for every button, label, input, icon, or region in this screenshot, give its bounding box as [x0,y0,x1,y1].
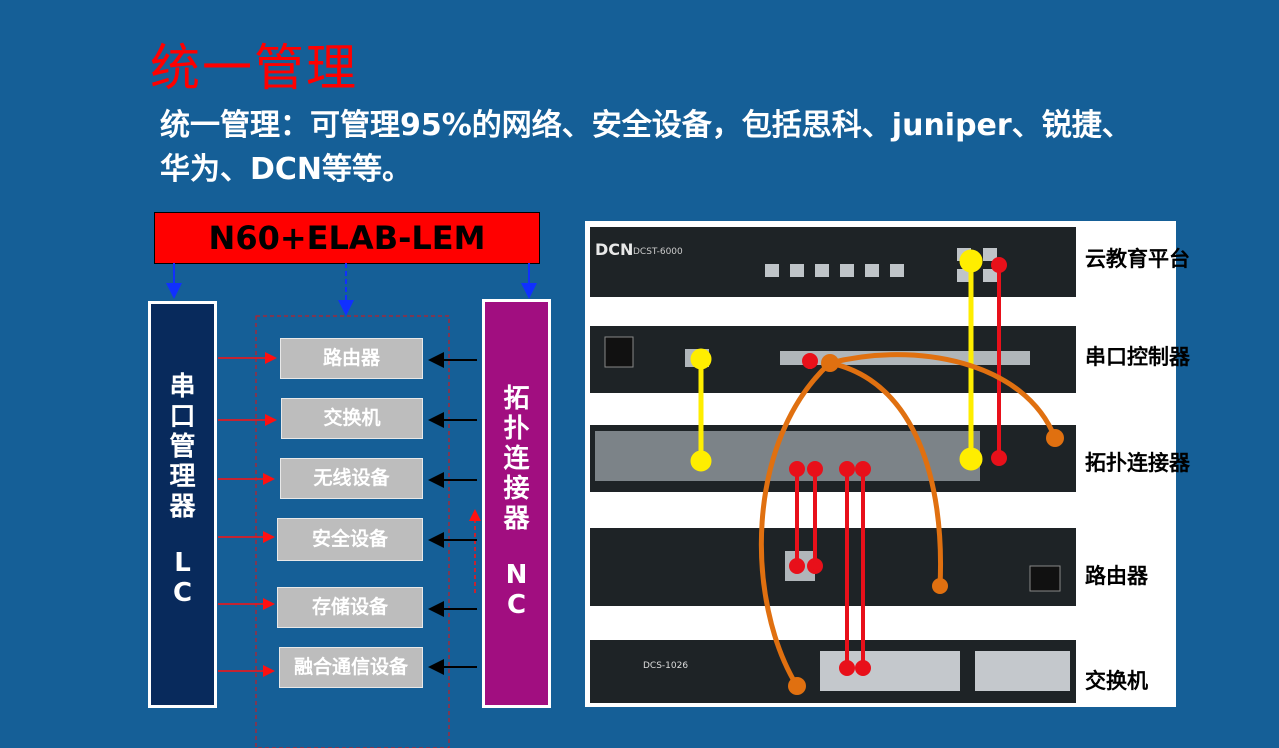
dcs-model: DCS-1026 [643,661,688,671]
label-cloud-platform: 云教育平台 [1085,247,1190,271]
label-topology-connector: 拓扑连接器 [1085,451,1190,475]
dcn-logo: DCN [595,240,633,259]
serial-manager-label: 串口管理器 [169,372,196,522]
router-chassis [590,528,1076,606]
device-security: 安全设备 [277,518,423,561]
lc-code: LC [172,548,193,608]
label-switch: 交换机 [1085,669,1148,693]
equipment-photo-drawing: DCN DCST-6000 DCS-1026 [590,227,1076,703]
device-storage: 存储设备 [277,587,423,628]
device-wireless: 无线设备 [280,458,423,499]
label-serial-controller: 串口控制器 [1085,345,1190,369]
topology-connector-label: 拓扑连接器 [503,384,530,534]
device-router: 路由器 [280,338,423,379]
dcst-model: DCST-6000 [633,247,683,257]
nc-code: NC [505,560,528,620]
slide-subtitle: 统一管理：可管理95%的网络、安全设备，包括思科、juniper、锐捷、华为、D… [160,108,1132,187]
equipment-photo: DCN DCST-6000 DCS-1026 [585,221,1176,707]
device-unified-comm: 融合通信设备 [279,647,423,688]
serial-manager-lc-box: 串口管理器 LC [148,301,217,708]
label-router: 路由器 [1085,564,1148,588]
topology-connector-nc-box: 拓扑连接器 NC [482,299,551,708]
slide-title: 统一管理 [150,39,358,97]
device-switch: 交换机 [281,398,423,439]
